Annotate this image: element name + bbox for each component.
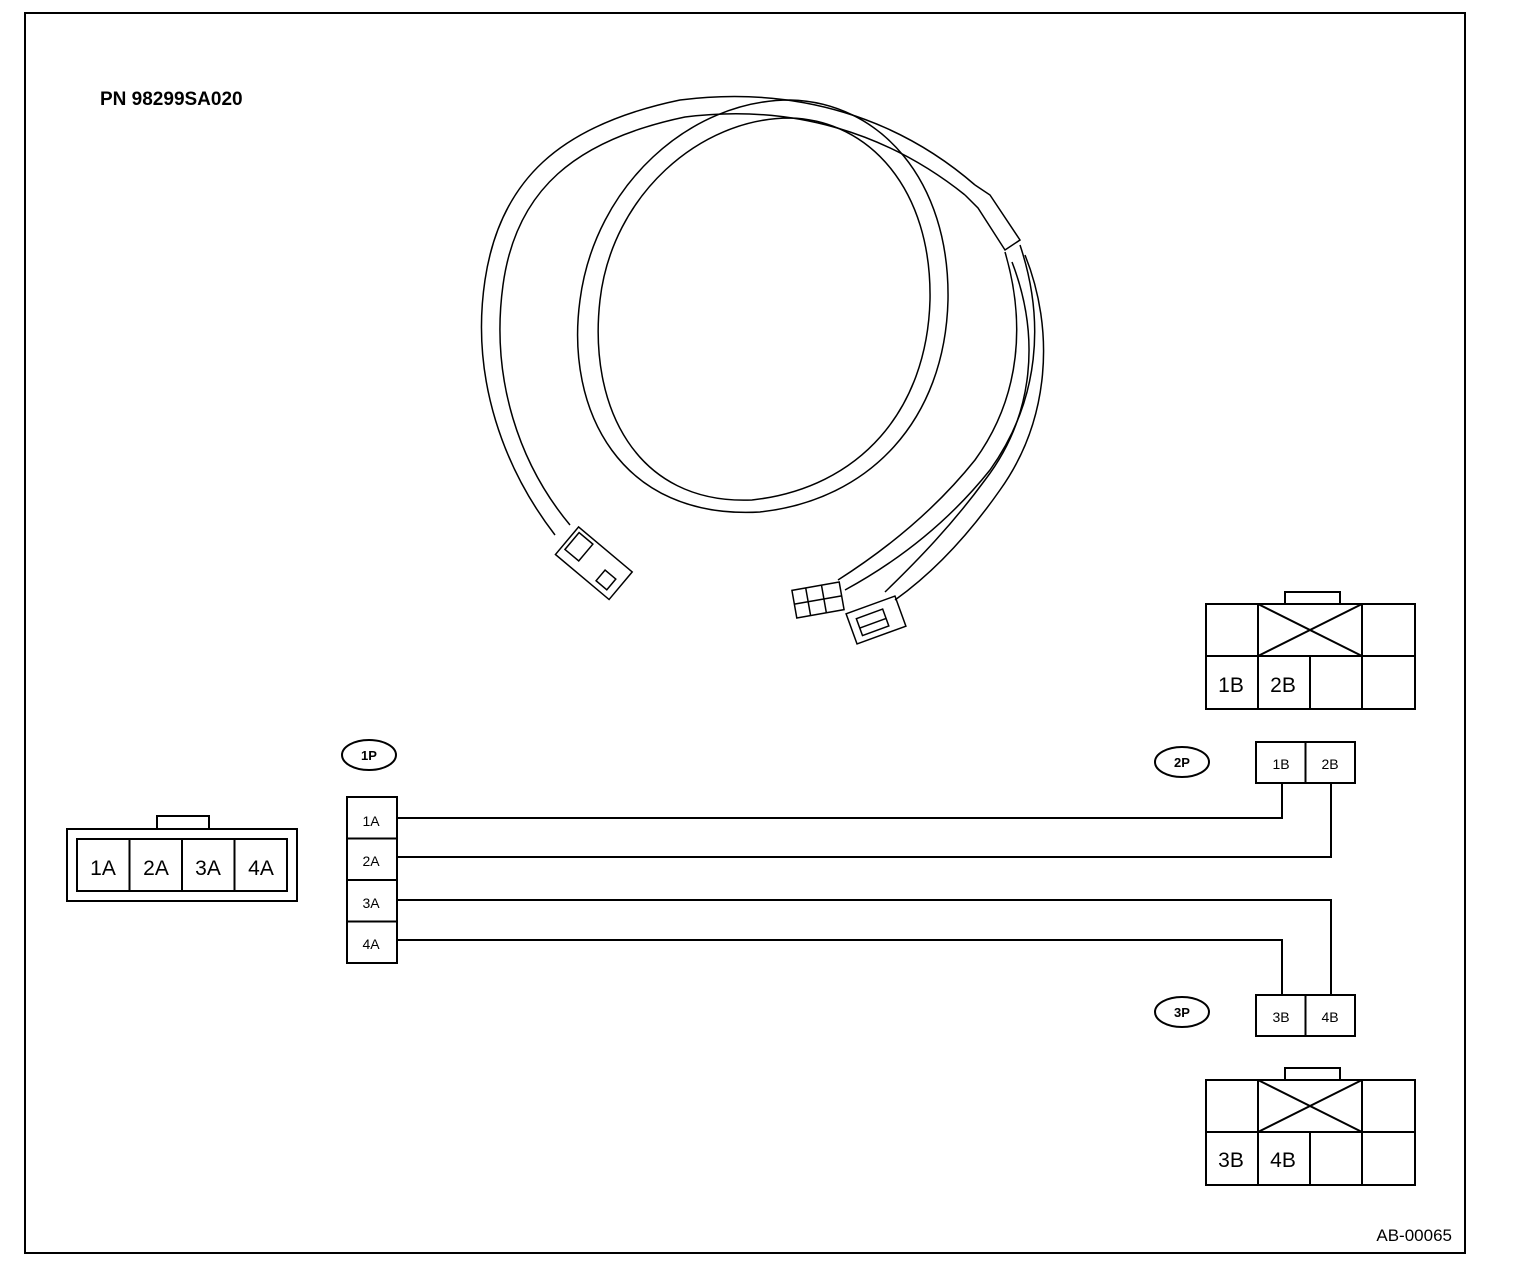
face-cell-4b: 4B <box>1270 1149 1296 1172</box>
connector-2p-tag: 2P <box>1154 746 1210 778</box>
face-cell-2a: 2A <box>143 857 169 880</box>
face-cell-1b: 1B <box>1218 674 1244 697</box>
face-cell-4a: 4A <box>248 857 274 880</box>
wire-4a-3b <box>397 939 1283 995</box>
connector-2p-pins: 1B 2B <box>1255 741 1356 784</box>
part-number: PN 98299SA020 <box>100 89 243 110</box>
pin-2a: 2A <box>362 853 380 869</box>
pin-1a: 1A <box>362 813 380 829</box>
drawing-frame <box>24 12 1466 1254</box>
connector-1p-pins: 1A 2A 3A 4A <box>346 796 398 964</box>
pin-4b: 4B <box>1321 1009 1338 1025</box>
pin-3b: 3B <box>1272 1009 1289 1025</box>
face-cell-2b: 2B <box>1270 674 1296 697</box>
connector-1p-tag: 1P <box>341 739 397 771</box>
connector-1p-face: 1A 2A 3A 4A <box>66 815 298 902</box>
pin-4a: 4A <box>362 936 380 952</box>
svg-text:2P: 2P <box>1174 755 1190 770</box>
connector-3p-tag: 3P <box>1154 996 1210 1028</box>
connector-3p-pins: 3B 4B <box>1255 994 1356 1037</box>
connector-3p-face: 3B 4B <box>1205 1067 1416 1186</box>
wires <box>397 783 1332 995</box>
wire-2a-2b <box>397 783 1332 858</box>
face-cell-1a: 1A <box>90 857 116 880</box>
figure-code: AB-00065 <box>1376 1226 1452 1245</box>
connector-2p-face: 1B 2B <box>1205 591 1416 710</box>
svg-text:3P: 3P <box>1174 1005 1190 1020</box>
harness-illustration <box>480 95 1045 645</box>
wire-1a-1b <box>397 783 1283 819</box>
pin-2b: 2B <box>1321 756 1338 772</box>
pin-3a: 3A <box>362 895 380 911</box>
svg-text:1P: 1P <box>361 748 377 763</box>
pin-1b: 1B <box>1272 756 1289 772</box>
face-cell-3b: 3B <box>1218 1149 1244 1172</box>
face-cell-3a: 3A <box>195 857 221 880</box>
wire-3a-4b <box>397 899 1332 995</box>
